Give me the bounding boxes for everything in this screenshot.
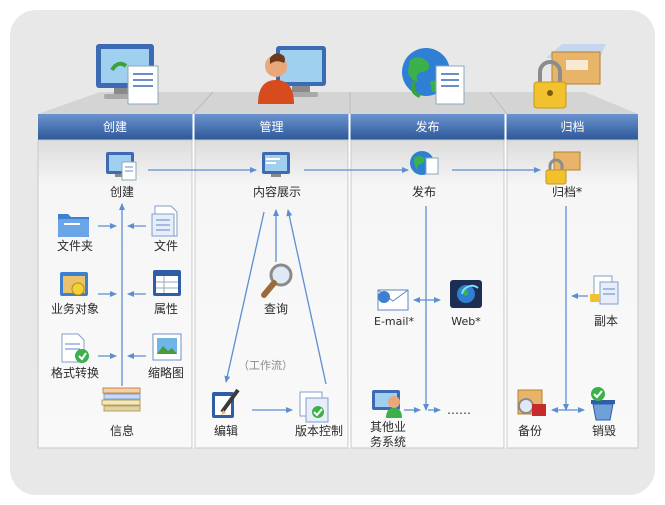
header-archive: 归档 [560, 120, 585, 134]
create-monitor-icon [106, 152, 137, 181]
label-workflow: （工作流） [238, 359, 293, 372]
folder-icon [58, 214, 89, 237]
business-object-icon [60, 272, 88, 296]
monitor-doc-large-icon [96, 44, 159, 105]
label-destroy: 销毁 [591, 424, 616, 438]
archive-lock-icon [545, 151, 581, 185]
header-publish: 发布 [415, 120, 440, 134]
backup-icon [517, 389, 546, 416]
label-create: 创建 [109, 185, 134, 199]
label-business-object: 业务对象 [50, 302, 99, 316]
header-bar [38, 114, 638, 140]
label-ellipsis: …… [447, 403, 471, 417]
email-icon [377, 289, 409, 311]
label-version-control: 版本控制 [294, 424, 343, 438]
header-create: 创建 [102, 120, 127, 134]
label-email: E-mail* [374, 315, 414, 328]
label-publish: 发布 [411, 185, 436, 199]
header-manage: 管理 [259, 120, 284, 134]
label-file: 文件 [153, 239, 178, 253]
label-archive: 归档* [551, 185, 582, 199]
stage-floor [38, 92, 638, 114]
thumbnail-icon [152, 333, 182, 361]
label-other-systems: 其他业务系统 [370, 420, 407, 449]
other-systems-icon [372, 390, 402, 418]
edit-icon [212, 388, 240, 418]
web-icon [450, 280, 482, 308]
attributes-icon [153, 270, 181, 296]
destroy-icon [591, 387, 615, 421]
version-control-icon [299, 391, 329, 423]
label-web: Web* [451, 315, 481, 328]
magnifier-icon [261, 263, 293, 298]
label-edit: 编辑 [213, 424, 238, 438]
user-monitor-large-icon [258, 46, 326, 104]
label-format-convert: 格式转换 [50, 366, 99, 380]
label-attributes: 属性 [153, 302, 178, 316]
lock-box-large-icon [533, 44, 606, 109]
content-display-icon [262, 152, 290, 177]
info-stack-icon [101, 387, 141, 412]
label-folder: 文件夹 [56, 239, 93, 253]
copy-icon [590, 275, 619, 305]
label-backup: 备份 [517, 424, 542, 438]
globe-doc-large-icon [402, 48, 465, 105]
flow-arrows [98, 167, 588, 413]
format-convert-icon [61, 333, 89, 363]
label-content-display: 内容展示 [252, 185, 301, 199]
label-query: 查询 [263, 302, 288, 316]
file-icon [151, 205, 178, 237]
label-info: 信息 [109, 424, 134, 438]
label-copy: 副本 [593, 314, 618, 328]
publish-globe-icon [410, 151, 439, 175]
label-thumbnail: 缩略图 [147, 366, 184, 380]
